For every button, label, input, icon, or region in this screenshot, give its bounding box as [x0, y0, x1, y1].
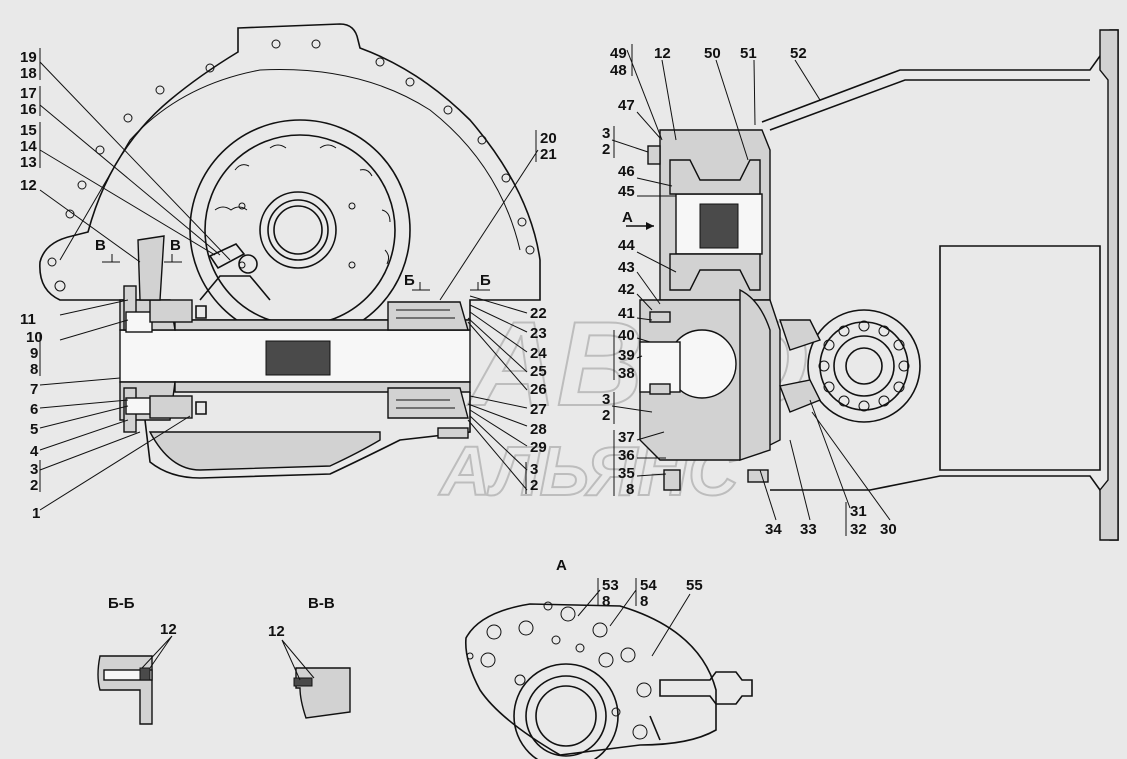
label: 8: [626, 481, 634, 498]
label: 29: [530, 439, 547, 456]
labels-bottom-right: 34 33 31 32 30: [765, 502, 897, 538]
label: 47: [618, 97, 635, 114]
label: 46: [618, 163, 635, 180]
label: 45: [618, 183, 635, 200]
label: 36: [618, 447, 635, 464]
label: 2: [602, 141, 610, 158]
section-mark-b-right: Б: [480, 272, 491, 289]
label: 52: [790, 45, 807, 62]
label: 6: [30, 401, 38, 418]
label: 12: [654, 45, 671, 62]
label: 48: [610, 62, 627, 79]
label: 21: [540, 146, 557, 163]
label: 26: [530, 381, 547, 398]
detail-vv-label: 12: [268, 623, 285, 640]
label: 49: [610, 45, 627, 62]
label: 33: [800, 521, 817, 538]
view-a-title: А: [556, 557, 567, 574]
label: 37: [618, 429, 635, 446]
label: 9: [30, 345, 38, 362]
label: 51: [740, 45, 757, 62]
section-mark-v-left: В: [95, 237, 106, 254]
view-a: А 53 8 54 8 55: [464, 557, 753, 759]
label: 17: [20, 85, 37, 102]
label: 10: [26, 329, 43, 346]
label: 4: [30, 443, 39, 460]
section-marks: В В Б Б А: [95, 209, 633, 291]
label: 2: [602, 407, 610, 424]
view-a-label-55: 55: [686, 577, 703, 594]
label: 41: [618, 305, 635, 322]
main-shaft-section: [119, 235, 471, 479]
detail-bb-title: Б-Б: [108, 595, 135, 612]
detail-vv: В-В 12: [268, 595, 351, 719]
detail-bb: Б-Б 12: [97, 595, 177, 725]
label: 43: [618, 259, 635, 276]
right-housing: [626, 29, 1119, 541]
label: 19: [20, 49, 37, 66]
label: 1: [32, 505, 40, 522]
label: 30: [880, 521, 897, 538]
label: 22: [530, 305, 547, 322]
label: 24: [530, 345, 547, 362]
label: 13: [20, 154, 37, 171]
label: 8: [30, 361, 38, 378]
label: 31: [850, 503, 867, 520]
label: 7: [30, 381, 38, 398]
labels-left: 19 18 17 16 15 14 13 12 11 10 9 8 7 6 5 …: [20, 48, 43, 522]
label: 11: [20, 311, 36, 328]
label: 40: [618, 327, 635, 344]
label: 27: [530, 401, 547, 418]
label: 32: [850, 521, 867, 538]
label: 2: [530, 477, 538, 494]
view-a-bolts: [466, 601, 652, 740]
label: 3: [602, 391, 610, 408]
labels-mid: 20 21 22 23 24 25 26 27 28 29 3 2: [525, 130, 557, 494]
label: 38: [618, 365, 635, 382]
label: 5: [30, 421, 38, 438]
detail-bb-label: 12: [160, 621, 177, 638]
label: 14: [20, 138, 37, 155]
label: 42: [618, 281, 635, 298]
view-a-label-54: 54: [640, 577, 657, 594]
label: 15: [20, 122, 37, 139]
label: 16: [20, 101, 37, 118]
labels-top-right: 49 48 12 50 51 52 47 3 2 46 45 44 43 42 …: [602, 44, 807, 498]
leader-lines: [39, 49, 891, 521]
detail-vv-title: В-В: [308, 595, 335, 612]
label: 23: [530, 325, 547, 342]
section-mark-b-left: Б: [404, 272, 415, 289]
left-housing: [39, 23, 541, 341]
label: 34: [765, 521, 782, 538]
label: 12: [20, 177, 37, 194]
label: 35: [618, 465, 635, 482]
label: 44: [618, 237, 635, 254]
view-a-label-54-sub: 8: [640, 593, 648, 610]
label: 25: [530, 363, 547, 380]
label: 28: [530, 421, 547, 438]
label: 39: [618, 347, 635, 364]
label: 18: [20, 65, 37, 82]
view-a-label-53: 53: [602, 577, 619, 594]
section-mark-v-right: В: [170, 237, 181, 254]
label: 20: [540, 130, 557, 147]
label: 3: [30, 461, 38, 478]
view-a-label-53-sub: 8: [602, 593, 610, 610]
roller-elements: [818, 320, 910, 412]
label: 2: [30, 477, 38, 494]
label: 50: [704, 45, 721, 62]
section-mark-a: А: [622, 209, 633, 226]
label: 3: [530, 461, 538, 478]
label: 3: [602, 125, 610, 142]
